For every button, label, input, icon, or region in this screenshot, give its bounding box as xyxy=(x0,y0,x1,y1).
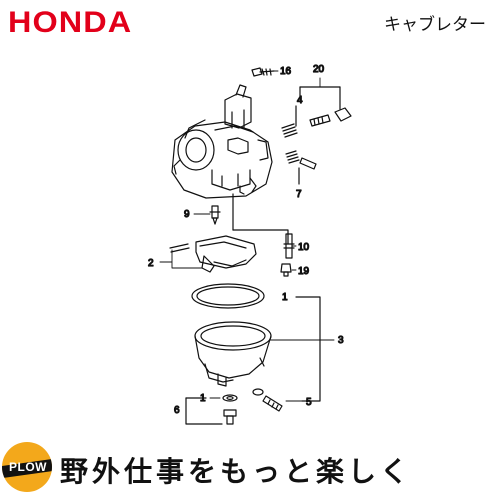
callout-9: 9 xyxy=(184,209,190,220)
part-20-screw-assy xyxy=(299,86,352,127)
bracket-1-5 xyxy=(295,296,321,402)
plow-logo: PLOW xyxy=(2,442,52,492)
assembly-line-to-10 xyxy=(232,229,289,245)
callout-5: 5 xyxy=(306,397,312,408)
carburetor-exploded-diagram: 16 20 4 7 9 10 2 19 1 3 1 6 5 xyxy=(147,63,352,425)
callout-3: 3 xyxy=(338,335,344,346)
carburetor-body xyxy=(171,84,273,199)
part-6-drain-bolt xyxy=(185,394,238,425)
part-1-gasket xyxy=(191,283,265,309)
part-2-float xyxy=(169,235,257,273)
part-10-nozzle xyxy=(283,233,295,259)
product-title: キャブレター xyxy=(384,15,486,35)
callout-6: 6 xyxy=(174,405,180,416)
callout-7: 7 xyxy=(296,189,302,200)
part-9-jet xyxy=(209,205,221,225)
callout-20: 20 xyxy=(313,64,325,75)
callout-1: 1 xyxy=(282,292,288,303)
callout-2: 2 xyxy=(148,258,154,269)
part-16-screw xyxy=(251,67,275,77)
honda-logo: HONDA xyxy=(8,6,133,39)
callout-19: 19 xyxy=(298,266,310,277)
callout-16: 16 xyxy=(280,66,292,77)
footer-slogan: 野外仕事をもっと楽しく xyxy=(60,455,413,488)
leader-lines xyxy=(159,70,335,402)
plow-logo-text: PLOW xyxy=(9,460,47,474)
part-7-pilot-screw xyxy=(285,150,317,185)
callout-4: 4 xyxy=(297,95,303,106)
part-5-drain-screw xyxy=(252,388,283,412)
callout-10: 10 xyxy=(298,242,310,253)
part-19-jet xyxy=(280,263,292,277)
part-4-spring xyxy=(281,105,298,138)
callout-1-lower: 1 xyxy=(200,393,206,404)
part-3-float-bowl xyxy=(194,321,272,387)
footer-banner: PLOW 野外仕事をもっと楽しく xyxy=(0,440,500,500)
